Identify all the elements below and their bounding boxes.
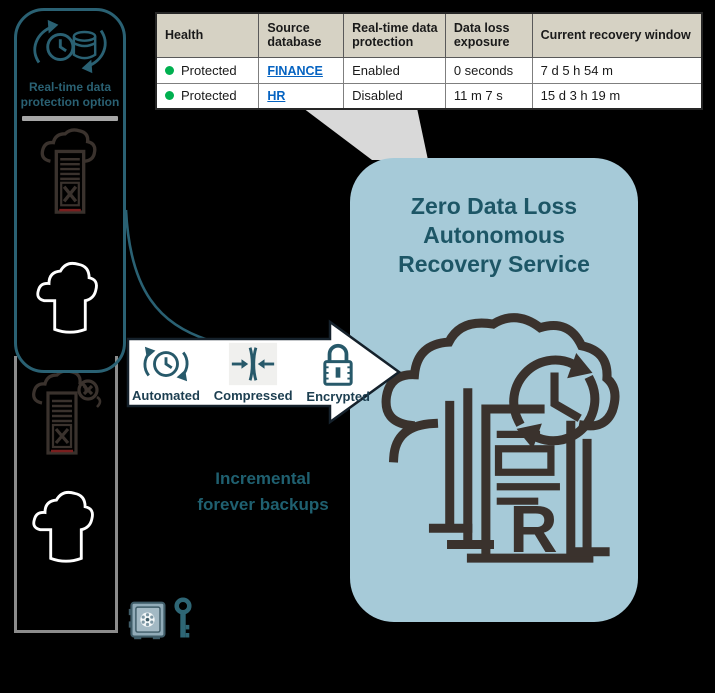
source-database-link[interactable]: FINANCE	[267, 63, 323, 78]
realtime-protection-value: Disabled	[343, 82, 446, 110]
table-header-row: Health Source database Real-time data pr…	[155, 12, 703, 58]
cloud-database-gear-icon	[32, 370, 102, 455]
encrypted-icon	[323, 343, 353, 386]
col-header-realtime-protection: Real-time data protection	[343, 12, 446, 58]
compressed-icon	[229, 342, 278, 386]
col-header-recovery-window: Current recovery window	[531, 12, 703, 58]
pipeline-compressed: Compressed	[214, 341, 293, 403]
pipeline-automated: Automated	[132, 341, 200, 403]
incremental-backups-label: Incremental forever backups	[197, 469, 329, 514]
table-row: Protected FINANCE Enabled 0 seconds 7 d …	[155, 56, 703, 84]
automated-label: Automated	[132, 388, 200, 403]
silhouette-shape	[32, 490, 94, 563]
data-loss-exposure-value: 0 seconds	[444, 56, 533, 84]
realtime-option-label: Real-time data protection option	[20, 80, 120, 109]
security-icons	[127, 596, 192, 643]
col-header-source-database: Source database	[258, 12, 345, 58]
realtime-protection-value: Enabled	[343, 56, 446, 84]
health-status-icon	[165, 91, 174, 101]
realtime-protection-group: Real-time data protection option	[14, 8, 126, 373]
automated-icon	[143, 346, 189, 382]
health-status-icon	[165, 65, 174, 75]
recovery-letter: R	[509, 492, 557, 567]
pipeline-items: Automated Compressed	[132, 341, 370, 405]
recovery-cloud-icon: R	[381, 313, 620, 567]
compressed-label: Compressed	[213, 388, 293, 403]
cloud-database-excluded-icon	[40, 128, 97, 214]
col-header-data-loss-exposure: Data loss exposure	[444, 12, 533, 58]
service-title: Zero Data Loss Autonomous Recovery Servi…	[398, 193, 590, 277]
recovery-window-value: 15 d 3 h 19 m	[531, 82, 703, 110]
key-icon	[174, 597, 192, 638]
encrypted-label: Encrypted	[306, 389, 370, 404]
health-status: Protected	[181, 62, 237, 78]
data-loss-exposure-value: 11 m 7 s	[444, 82, 533, 110]
silhouette-shape	[36, 261, 98, 334]
onprem-database-silhouette-icon	[36, 261, 98, 334]
pipeline-encrypted: Encrypted	[306, 341, 370, 404]
source-database-group	[14, 356, 118, 633]
source-databases-table: Health Source database Real-time data pr…	[155, 12, 703, 110]
table-row: Protected HR Disabled 11 m 7 s 15 d 3 h …	[155, 82, 703, 110]
col-header-health: Health	[155, 12, 260, 58]
callout-wedge-shape	[303, 108, 428, 160]
health-status: Protected	[181, 88, 237, 104]
onprem-database-silhouette-icon	[32, 490, 94, 563]
realtime-sync-icon	[33, 19, 107, 74]
source-database-link[interactable]: HR	[267, 89, 286, 104]
safe-icon	[128, 601, 166, 640]
recovery-window-value: 7 d 5 h 54 m	[531, 56, 703, 84]
recovery-service-box: Zero Data Loss Autonomous Recovery Servi…	[350, 158, 638, 622]
connector-curve	[124, 209, 209, 342]
group-divider	[22, 116, 118, 121]
